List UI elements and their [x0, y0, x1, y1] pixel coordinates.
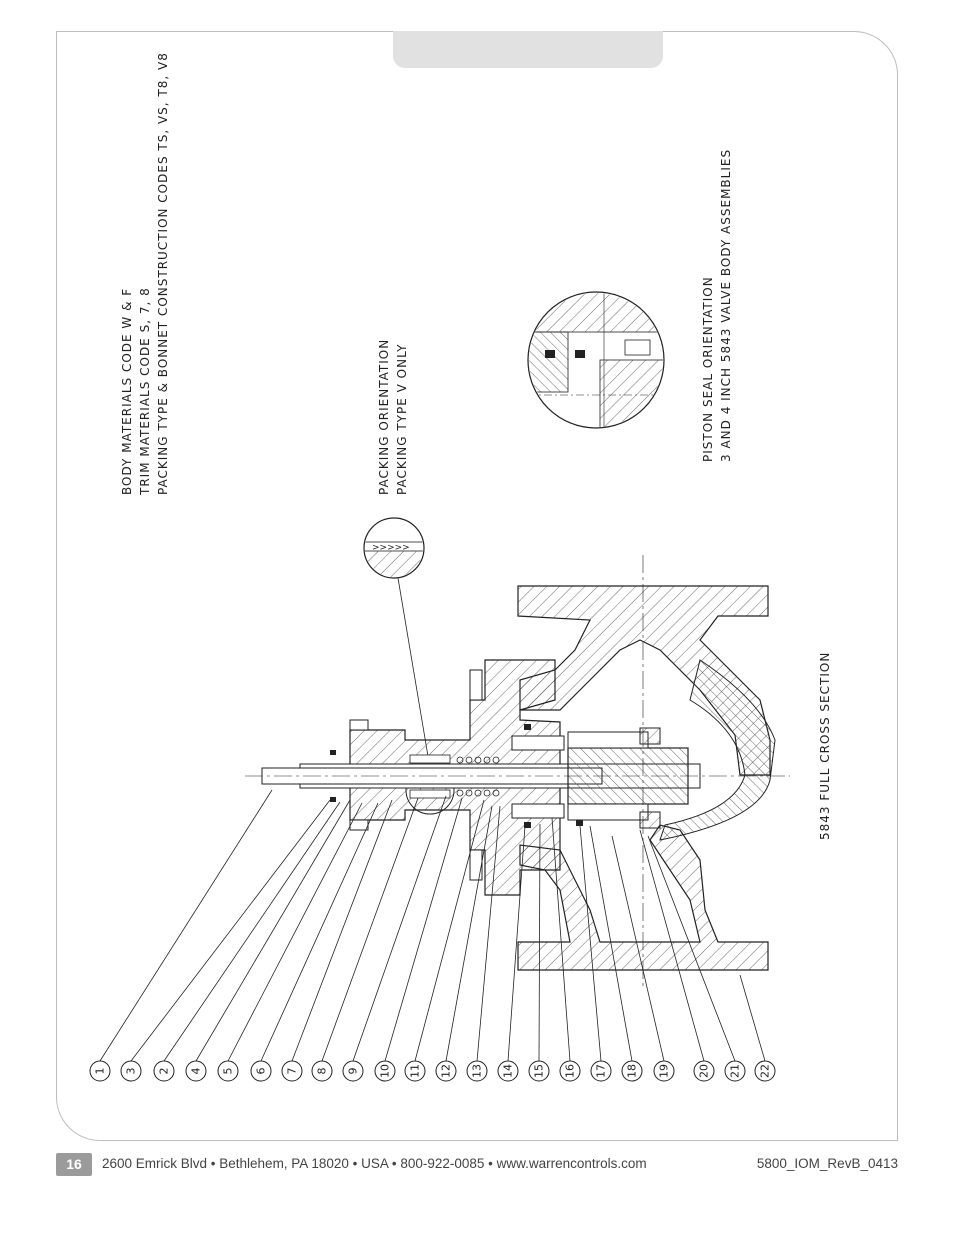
callout-label: 9: [347, 1068, 360, 1075]
callout-22: 22: [754, 1060, 776, 1082]
footer-address: 2600 Emrick Blvd • Bethlehem, PA 18020 •…: [102, 1156, 647, 1171]
callout-label: 1: [94, 1068, 107, 1075]
callout-label: 8: [316, 1068, 329, 1075]
callout-5: 5: [217, 1060, 239, 1082]
callout-label: 4: [190, 1068, 203, 1075]
callout-16: 16: [559, 1060, 581, 1082]
callout-2: 2: [153, 1060, 175, 1082]
callout-label: 21: [729, 1064, 742, 1078]
body-notes: BODY MATERIALS CODE W & F TRIM MATERIALS…: [120, 52, 170, 496]
callout-8: 8: [311, 1060, 333, 1082]
packing-notes: PACKING ORIENTATION PACKING TYPE V ONLY: [377, 339, 409, 495]
section-title: 5843 FULL CROSS SECTION: [818, 652, 832, 840]
callout-label: 19: [658, 1064, 671, 1078]
footer: 16 2600 Emrick Blvd • Bethlehem, PA 1802…: [56, 1153, 898, 1177]
callout-14: 14: [497, 1060, 519, 1082]
header-tab: [393, 31, 663, 68]
callout-label: 16: [564, 1064, 577, 1078]
callout-label: 7: [286, 1068, 299, 1075]
callout-label: 10: [379, 1064, 392, 1078]
callout-label: 2: [158, 1068, 171, 1075]
callout-21: 21: [724, 1060, 746, 1082]
note-body-materials: BODY MATERIALS CODE W & F: [120, 288, 134, 495]
callout-7: 7: [281, 1060, 303, 1082]
callout-13: 13: [466, 1060, 488, 1082]
callout-18: 18: [621, 1060, 643, 1082]
page-number: 16: [56, 1153, 92, 1176]
callout-12: 12: [435, 1060, 457, 1082]
note-packing-orientation: PACKING ORIENTATION: [377, 339, 391, 495]
footer-doc-id: 5800_IOM_RevB_0413: [756, 1156, 898, 1171]
callout-11: 11: [404, 1060, 426, 1082]
callout-19: 19: [653, 1060, 675, 1082]
callout-label: 12: [440, 1064, 453, 1078]
callout-1: 1: [89, 1060, 111, 1082]
piston-notes: PISTON SEAL ORIENTATION 3 AND 4 INCH 584…: [701, 149, 733, 462]
note-packing-type: PACKING TYPE V ONLY: [395, 343, 409, 495]
note-valve-assemblies: 3 AND 4 INCH 5843 VALVE BODY ASSEMBLIES: [719, 149, 733, 462]
note-trim-materials: TRIM MATERIALS CODE S, 7, 8: [138, 287, 152, 496]
callout-label: 15: [533, 1064, 546, 1078]
callout-label: 5: [222, 1068, 235, 1075]
svg-text:>>>>>: >>>>>: [372, 543, 410, 553]
callout-label: 22: [759, 1064, 772, 1078]
callout-3: 3: [120, 1060, 142, 1082]
callout-10: 10: [374, 1060, 396, 1082]
callout-label: 13: [471, 1064, 484, 1078]
note-piston-seal: PISTON SEAL ORIENTATION: [701, 276, 715, 462]
piston-seal-detail: [527, 291, 665, 429]
callout-20: 20: [693, 1060, 715, 1082]
callout-label: 3: [125, 1068, 138, 1075]
callout-17: 17: [590, 1060, 612, 1082]
callout-label: 18: [626, 1064, 639, 1078]
valve-body: [245, 555, 790, 990]
callout-9: 9: [342, 1060, 364, 1082]
callout-15: 15: [528, 1060, 550, 1082]
callout-label: 14: [502, 1064, 515, 1078]
leader-lines: [99, 789, 766, 1062]
callout-4: 4: [185, 1060, 207, 1082]
callout-label: 20: [698, 1064, 711, 1078]
note-packing-bonnet: PACKING TYPE & BONNET CONSTRUCTION CODES…: [156, 52, 170, 495]
callout-label: 17: [595, 1064, 608, 1078]
callout-label: 11: [409, 1064, 422, 1078]
callout-6: 6: [250, 1060, 272, 1082]
callout-label: 6: [255, 1068, 268, 1075]
